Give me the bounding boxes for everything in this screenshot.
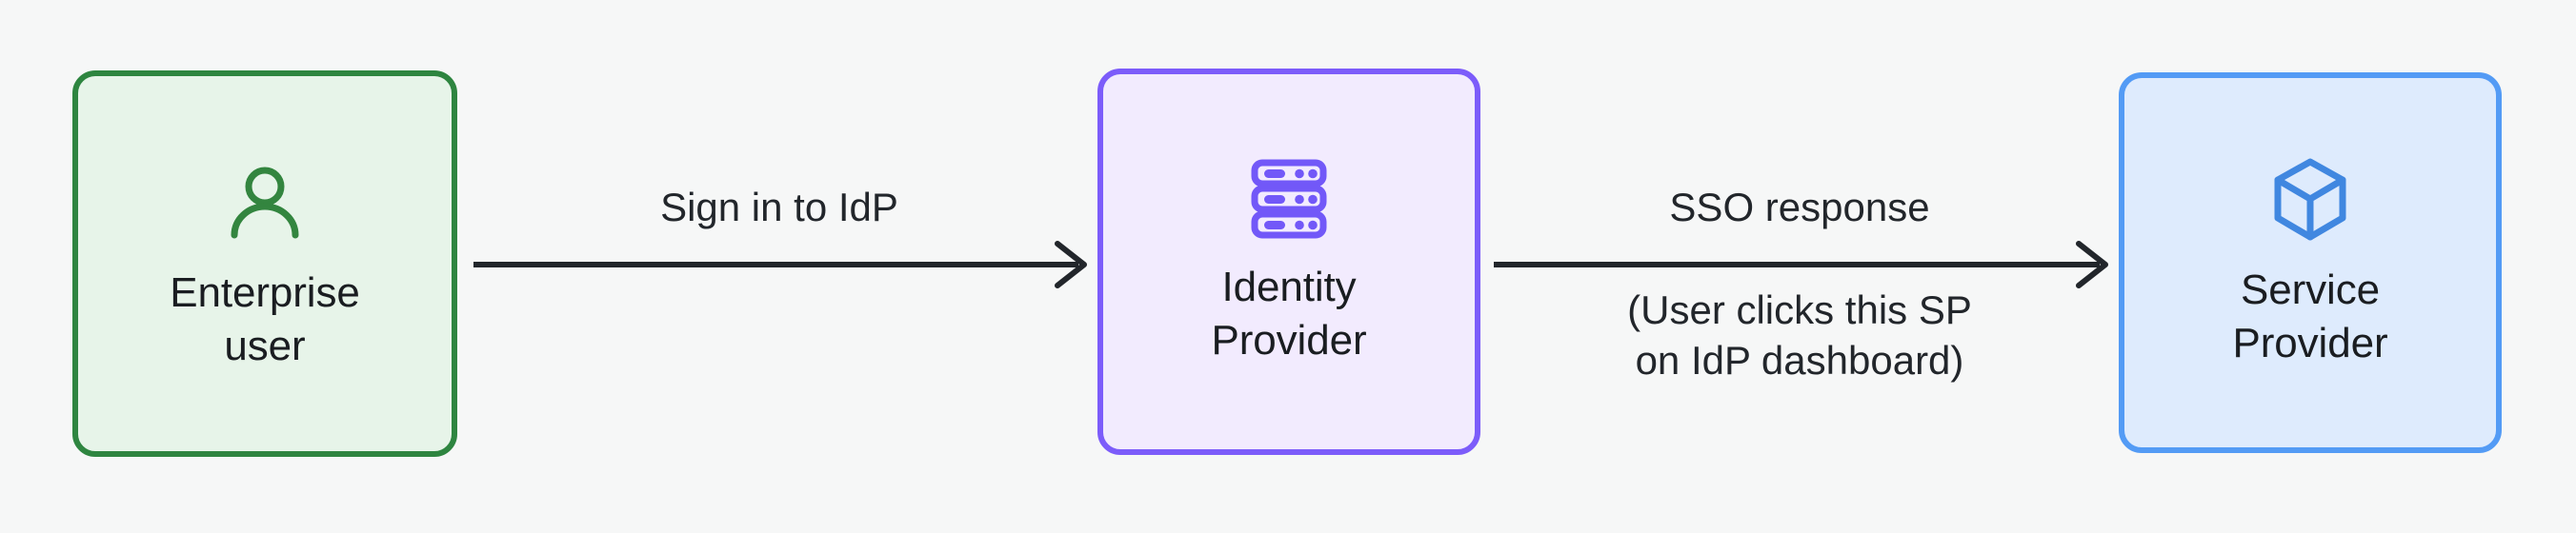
edge-user-to-idp-arrowhead xyxy=(1055,241,1087,288)
user-icon xyxy=(219,155,311,251)
edge-idp-to-sp-arrowhead xyxy=(2076,241,2108,288)
edge-idp-to-sp-label-below: (User clicks this SP on IdP dashboard) xyxy=(1627,287,1972,383)
node-enterprise-user[interactable]: Enterprise user xyxy=(72,70,457,457)
node-identity-provider[interactable]: Identity Provider xyxy=(1097,69,1480,455)
server-rack-icon xyxy=(1247,157,1331,246)
node-identity-provider-label: Identity Provider xyxy=(1211,264,1367,364)
node-service-provider-label: Service Provider xyxy=(2232,266,2388,366)
edge-user-to-idp-label: Sign in to IdP xyxy=(660,185,898,229)
node-enterprise-user-label: Enterprise user xyxy=(170,269,360,369)
node-service-provider[interactable]: Service Provider xyxy=(2119,72,2502,453)
cube-icon xyxy=(2268,156,2352,248)
edge-idp-to-sp-label-above: SSO response xyxy=(1669,185,1930,229)
